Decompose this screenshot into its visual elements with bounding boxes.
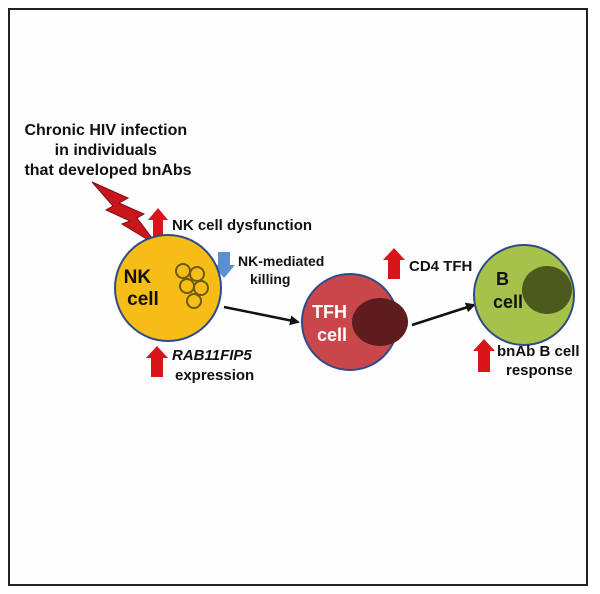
tfh-cell-label: TFH cell: [312, 302, 352, 345]
b-cell-label: B cell: [493, 269, 523, 312]
cd4-tfh-label: CD4 TFH: [409, 258, 472, 275]
nk-cell: [114, 234, 222, 342]
nk-dysfunction-label: NK cell dysfunction: [172, 217, 312, 234]
arrow-nk-to-tfh: [223, 305, 300, 326]
bnab-response-line-1: bnAb B cell: [497, 343, 580, 360]
b-cell-label-line-1: B: [496, 269, 509, 289]
infection-line-2: in individuals: [55, 142, 157, 159]
nk-cell-label-line-1: NK: [124, 267, 152, 288]
up-arrow-icon: [473, 339, 495, 372]
infection-line-3: that developed bnAbs: [24, 162, 191, 179]
nk-killing-label: NK-mediated killing: [238, 253, 328, 287]
nk-killing-line-2: killing: [250, 271, 290, 287]
infection-line-1: Chronic HIV infection: [24, 122, 187, 139]
infection-text: Chronic HIV infection in individuals tha…: [24, 122, 191, 179]
tfh-cell-label-line-1: TFH: [312, 302, 347, 322]
nk-killing-line-1: NK-mediated: [238, 253, 324, 269]
bnab-response-line-2: response: [506, 362, 573, 379]
b-nucleus: [522, 266, 572, 314]
granules-icon: [175, 263, 209, 309]
expression-label: expression: [175, 367, 254, 384]
up-arrow-icon: [146, 346, 168, 377]
rab11fip5-label: RAB11FIP5: [172, 347, 252, 364]
up-arrow-icon: [148, 208, 168, 238]
tfh-nucleus: [352, 298, 408, 346]
b-cell-label-line-2: cell: [493, 292, 523, 312]
arrow-tfh-to-b: [411, 302, 476, 327]
nk-cell-label-line-2: cell: [127, 289, 159, 310]
up-arrow-icon: [383, 248, 405, 279]
tfh-cell-label-line-2: cell: [317, 325, 347, 345]
lightning-bolt-icon: [91, 181, 159, 247]
bnab-response-label: bnAb B cell response: [497, 343, 584, 379]
nk-cell-label: NK cell: [124, 267, 159, 310]
